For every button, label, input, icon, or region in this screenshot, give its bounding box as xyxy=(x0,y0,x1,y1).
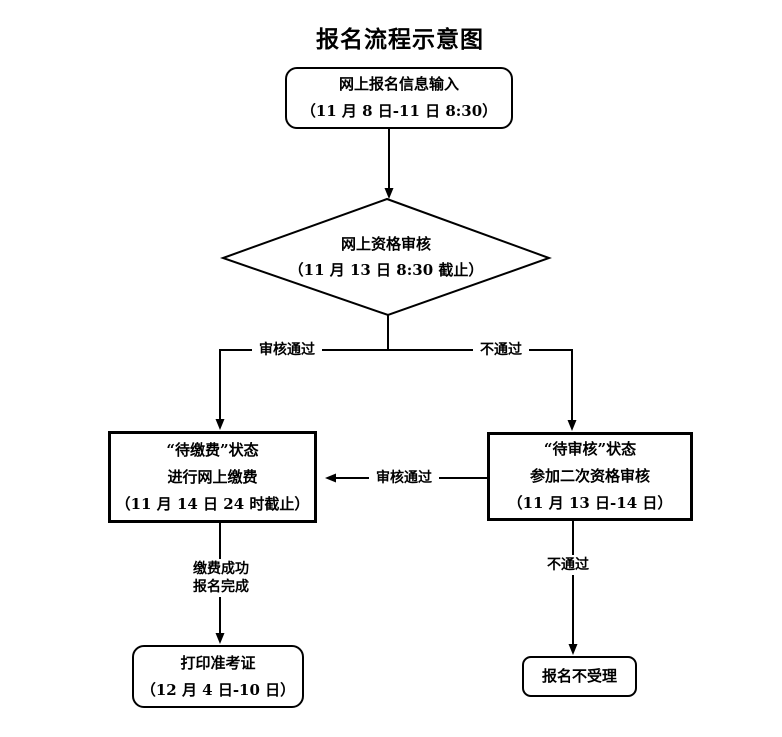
recheck-node-action: 参加二次资格审核 xyxy=(529,467,650,485)
print-node-line: 打印准考证 xyxy=(180,653,256,672)
recheck-node-status: “待审核”状态 xyxy=(543,440,637,458)
decision-node-line: 网上资格审核 xyxy=(340,235,431,253)
pay-node: “待缴费”状态 进行网上缴费 （11 月 14 日 24 时截止） xyxy=(108,431,317,523)
decision-node: 网上资格审核 （11 月 13 日 8:30 截止） xyxy=(276,231,496,283)
pay-node-action: 进行网上缴费 xyxy=(167,467,258,486)
reject-node-line: 报名不受理 xyxy=(541,667,617,685)
edge-label-pay-success-line1: 缴费成功 xyxy=(193,561,249,577)
edge-label-second-pass: 审核通过 xyxy=(369,468,439,488)
pay-node-date: （11 月 14 日 24 时截止） xyxy=(115,494,310,513)
print-node-date: （12 月 4 日-10 日） xyxy=(140,680,296,699)
start-node-line: 网上报名信息输入 xyxy=(338,75,459,93)
edge-label-pay-success: 缴费成功 报名完成 xyxy=(186,559,256,597)
reject-node: 报名不受理 xyxy=(522,656,637,697)
print-node: 打印准考证 （12 月 4 日-10 日） xyxy=(132,645,304,708)
start-node-date: （11 月 8 日-11 日 8:30） xyxy=(300,102,498,120)
edge-label-fail: 不通过 xyxy=(473,340,529,360)
edge-label-second-fail: 不通过 xyxy=(540,555,596,575)
edge-label-pass: 审核通过 xyxy=(252,340,322,360)
recheck-node-date: （11 月 13 日-14 日） xyxy=(507,494,673,512)
edge-label-pay-success-line2: 报名完成 xyxy=(193,579,249,595)
page-title: 报名流程示意图 xyxy=(316,26,484,53)
recheck-node: “待审核”状态 参加二次资格审核 （11 月 13 日-14 日） xyxy=(487,432,693,521)
decision-node-date: （11 月 13 日 8:30 截止） xyxy=(288,261,484,279)
start-node: 网上报名信息输入 （11 月 8 日-11 日 8:30） xyxy=(285,67,513,129)
pay-node-status: “待缴费”状态 xyxy=(166,440,259,459)
